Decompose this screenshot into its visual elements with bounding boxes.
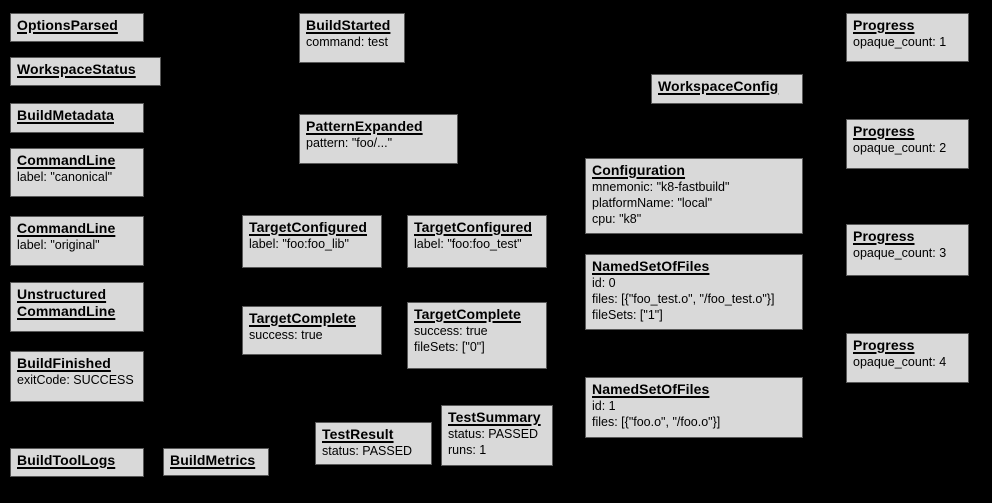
event-node-named-set-of-files-0: NamedSetOfFiles id: 0 files: [{"foo_test.o… xyxy=(585,254,803,330)
node-field: label: "foo:foo_lib" xyxy=(249,237,349,251)
node-title: OptionsParsed xyxy=(17,17,118,33)
node-title: TargetConfigured xyxy=(414,219,533,235)
node-title: BuildMetadata xyxy=(17,107,114,123)
node-title: BuildStarted xyxy=(306,17,391,33)
node-field: pattern: "foo/..." xyxy=(306,136,393,150)
event-node-test-summary: TestSummary status: PASSED runs: 1 xyxy=(441,405,553,466)
node-field: status: PASSED xyxy=(322,444,413,458)
node-field: opaque_count: 3 xyxy=(853,246,947,260)
node-title: Progress xyxy=(853,228,915,244)
node-field: platformName: "local" xyxy=(592,196,713,210)
node-title: WorkspaceConfig xyxy=(658,78,779,94)
node-title: TestSummary xyxy=(448,409,541,425)
node-title: TargetComplete xyxy=(414,306,521,322)
node-title: CommandLine xyxy=(17,152,116,168)
node-field: label: "original" xyxy=(17,238,100,252)
event-node-command-line-canonical: CommandLine label: "canonical" xyxy=(10,148,144,197)
node-title: Progress xyxy=(853,17,915,33)
node-title: NamedSetOfFiles xyxy=(592,381,710,397)
node-field: command: test xyxy=(306,35,388,49)
event-node-command-line-original: CommandLine label: "original" xyxy=(10,216,144,266)
event-node-build-metrics: BuildMetrics xyxy=(163,448,269,476)
node-field: exitCode: SUCCESS xyxy=(17,373,134,387)
node-title: TestResult xyxy=(322,426,394,442)
event-node-progress-1: Progress opaque_count: 1 xyxy=(846,13,969,62)
event-node-build-metadata: BuildMetadata xyxy=(10,103,144,133)
node-field: id: 0 xyxy=(592,276,616,290)
node-field: success: true xyxy=(249,328,323,342)
node-field: id: 1 xyxy=(592,399,616,413)
event-node-progress-3: Progress opaque_count: 3 xyxy=(846,224,969,276)
event-node-progress-2: Progress opaque_count: 2 xyxy=(846,119,969,169)
node-field: status: PASSED xyxy=(448,427,539,441)
node-field: success: true xyxy=(414,324,488,338)
node-field: opaque_count: 2 xyxy=(853,141,947,155)
node-field: mnemonic: "k8-fastbuild" xyxy=(592,180,730,194)
event-node-build-started: BuildStarted command: test xyxy=(299,13,405,63)
node-title: Progress xyxy=(853,123,915,139)
event-node-test-result: TestResult status: PASSED xyxy=(315,422,432,465)
event-node-options-parsed: OptionsParsed xyxy=(10,13,144,42)
node-field: files: [{"foo_test.o", "/foo_test.o"}] xyxy=(592,292,775,306)
node-field: opaque_count: 1 xyxy=(853,35,947,49)
node-field: label: "foo:foo_test" xyxy=(414,237,522,251)
event-node-build-tool-logs: BuildToolLogs xyxy=(10,448,144,477)
node-field: fileSets: ["0"] xyxy=(414,340,485,354)
node-title: BuildFinished xyxy=(17,355,111,371)
node-title: BuildMetrics xyxy=(170,452,256,468)
node-title: Progress xyxy=(853,337,915,353)
event-node-target-configured-test: TargetConfigured label: "foo:foo_test" xyxy=(407,215,547,268)
node-field: files: [{"foo.o", "/foo.o"}] xyxy=(592,415,721,429)
node-field: fileSets: ["1"] xyxy=(592,308,663,322)
node-title: BuildToolLogs xyxy=(17,452,116,468)
node-field: runs: 1 xyxy=(448,443,487,457)
node-title: NamedSetOfFiles xyxy=(592,258,710,274)
event-node-workspace-config: WorkspaceConfig xyxy=(651,74,803,104)
event-node-named-set-of-files-1: NamedSetOfFiles id: 1 files: [{"foo.o", "/… xyxy=(585,377,803,438)
node-title: TargetComplete xyxy=(249,310,356,326)
event-node-target-complete-test: TargetComplete success: true fileSets: ["0… xyxy=(407,302,547,369)
node-title: PatternExpanded xyxy=(306,118,423,134)
node-title: Configuration xyxy=(592,162,686,178)
node-title: WorkspaceStatus xyxy=(17,61,136,77)
node-field: opaque_count: 4 xyxy=(853,355,947,369)
node-title: TargetConfigured xyxy=(249,219,368,235)
event-node-build-finished: BuildFinished exitCode: SUCCESS xyxy=(10,351,144,402)
event-node-target-complete-lib: TargetComplete success: true xyxy=(242,306,382,355)
event-node-target-configured-lib: TargetConfigured label: "foo:foo_lib" xyxy=(242,215,382,268)
event-node-workspace-status: WorkspaceStatus xyxy=(10,57,161,86)
node-title: CommandLine xyxy=(17,220,116,236)
event-node-configuration: Configuration mnemonic: "k8-fastbuild" pla… xyxy=(585,158,803,234)
node-field: label: "canonical" xyxy=(17,170,113,184)
event-node-progress-4: Progress opaque_count: 4 xyxy=(846,333,969,383)
event-node-pattern-expanded: PatternExpanded pattern: "foo/..." xyxy=(299,114,458,164)
node-field: cpu: "k8" xyxy=(592,212,642,226)
